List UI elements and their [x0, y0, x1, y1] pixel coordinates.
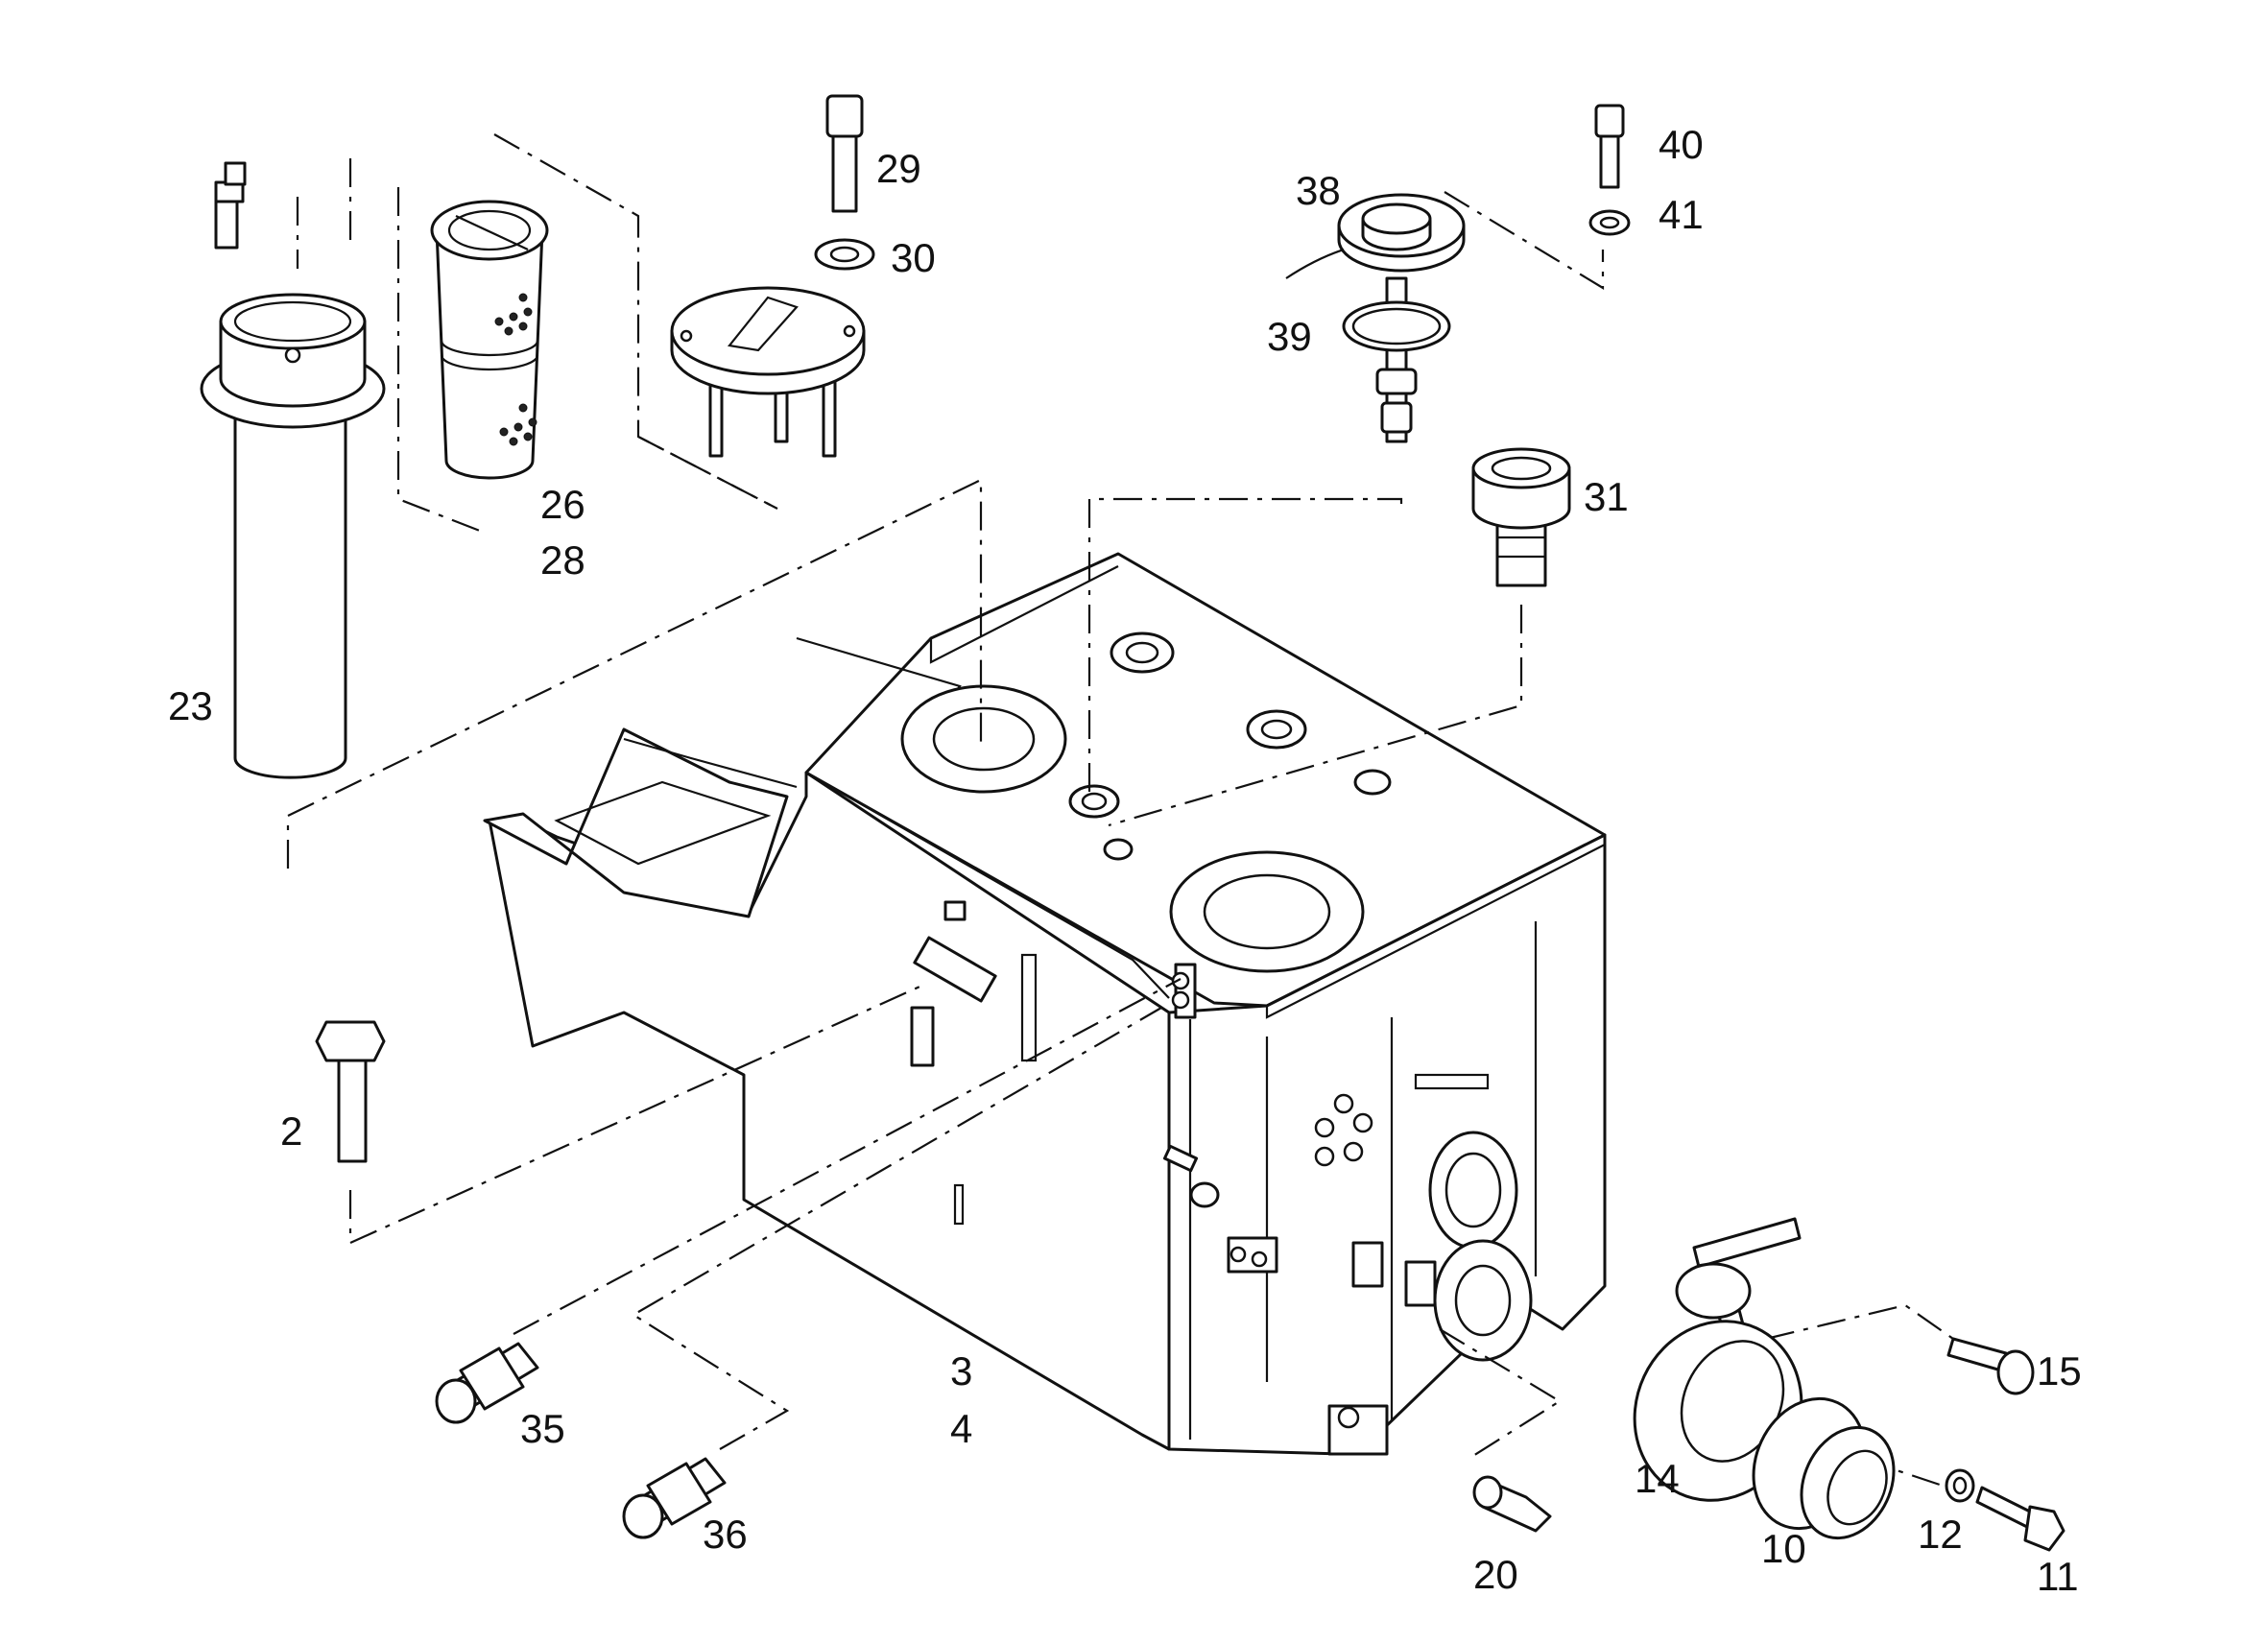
callout-15: 15: [2037, 1348, 2082, 1394]
callout-23: 23: [168, 683, 213, 728]
callout-38: 38: [1296, 168, 1341, 213]
callout-2: 2: [280, 1108, 302, 1154]
callout-31: 31: [1584, 474, 1629, 519]
standpipe-23: [200, 293, 386, 779]
callout-29: 29: [876, 146, 921, 191]
callout-41: 41: [1659, 192, 1704, 237]
bolt-2: [315, 1020, 386, 1163]
callout-39: 39: [1267, 314, 1312, 359]
bolt-40: [1594, 104, 1625, 189]
callout-3: 3: [950, 1348, 972, 1394]
strainer-26-28: [430, 200, 549, 480]
sensor-38: [1285, 193, 1466, 443]
callout-14: 14: [1635, 1456, 1680, 1501]
bolt-11: [1975, 1486, 2065, 1552]
leader-lines: [286, 133, 1954, 1489]
fitting-35: [435, 1342, 539, 1424]
filter-cover: [670, 286, 866, 458]
perforations: [494, 293, 537, 446]
callout-28: 28: [540, 537, 585, 583]
fitting-20: [1472, 1475, 1552, 1533]
screw-23: [214, 161, 247, 250]
washer-41: [1588, 209, 1631, 236]
hopper-opening: [554, 780, 772, 866]
callout-35: 35: [520, 1406, 565, 1451]
tank-body: [483, 552, 1607, 1456]
hopper-panel: [483, 727, 789, 918]
washer-12: [1945, 1468, 1975, 1503]
callout-26: 26: [540, 482, 585, 527]
callout-30: 30: [891, 235, 936, 280]
callout-12: 12: [1918, 1512, 1963, 1557]
o-ring-39: [1342, 300, 1451, 352]
top-port-5: [1103, 838, 1134, 861]
callout-labels: 2 3 4 10 11 12 14 15 20 23 26 28 29 30 3…: [168, 122, 2082, 1599]
fitting-36: [622, 1457, 727, 1539]
callout-20: 20: [1473, 1552, 1518, 1597]
flange-10: [1752, 1396, 1896, 1540]
bolt-29: [825, 94, 864, 213]
callout-36: 36: [703, 1512, 748, 1557]
hopper-rail-lower: [623, 737, 798, 789]
top-port-3: [1353, 769, 1392, 796]
callout-40: 40: [1659, 122, 1704, 167]
callout-10: 10: [1761, 1526, 1806, 1571]
washer-30: [814, 238, 875, 271]
callout-11: 11: [2037, 1554, 2079, 1599]
bolt-15: [1946, 1337, 2035, 1395]
cap-31: [1471, 447, 1571, 587]
callout-4: 4: [950, 1406, 972, 1451]
